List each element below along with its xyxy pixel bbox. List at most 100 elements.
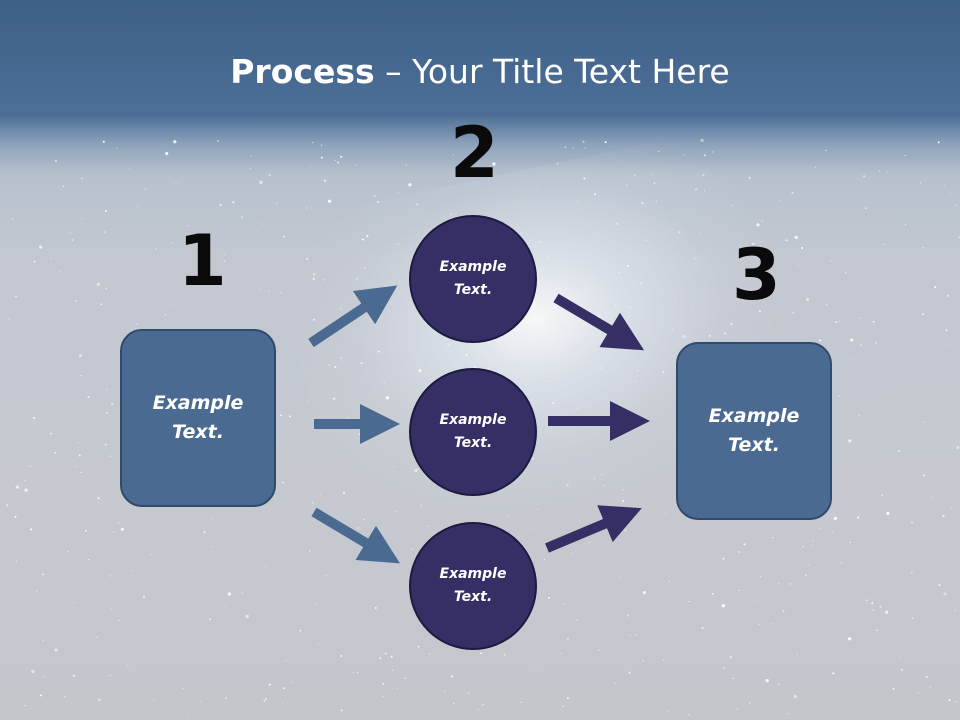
star <box>819 527 821 530</box>
star <box>263 223 265 225</box>
star <box>598 649 600 651</box>
star <box>944 185 946 187</box>
star <box>863 175 866 178</box>
star <box>558 354 560 356</box>
star <box>711 592 714 595</box>
star <box>879 605 882 608</box>
star <box>245 614 249 619</box>
star <box>864 207 867 210</box>
star <box>833 516 837 521</box>
star <box>116 147 118 149</box>
star <box>954 609 956 611</box>
star <box>521 232 523 234</box>
star <box>334 365 337 368</box>
star <box>876 629 878 632</box>
star <box>547 257 550 259</box>
star <box>626 264 629 267</box>
star <box>306 257 309 260</box>
star <box>319 493 321 495</box>
star <box>738 551 741 553</box>
star <box>723 332 726 335</box>
star <box>280 414 283 417</box>
star <box>15 485 20 489</box>
star <box>73 602 75 604</box>
star <box>377 350 380 353</box>
star <box>392 669 394 671</box>
star <box>949 193 951 195</box>
star <box>42 675 45 678</box>
star <box>282 702 284 704</box>
star <box>938 584 941 587</box>
star <box>211 546 213 548</box>
star <box>223 260 225 262</box>
star <box>729 655 733 659</box>
star <box>879 287 881 289</box>
star <box>885 610 889 614</box>
star <box>535 671 537 673</box>
star <box>264 698 267 701</box>
star <box>955 700 957 703</box>
star <box>871 602 874 605</box>
star <box>427 525 429 527</box>
star <box>559 653 562 655</box>
star <box>922 313 924 316</box>
star <box>299 629 302 632</box>
star <box>62 185 64 187</box>
star <box>450 213 452 215</box>
star <box>249 167 252 169</box>
star <box>703 154 706 157</box>
star <box>566 320 568 323</box>
circle-bottom-label-line1: Example <box>439 566 507 582</box>
star <box>503 653 506 656</box>
arrow-right-top <box>553 293 645 351</box>
star <box>874 341 877 344</box>
star <box>334 159 336 161</box>
star <box>282 687 285 690</box>
star <box>480 652 483 655</box>
star <box>791 192 794 194</box>
star <box>98 698 101 701</box>
star <box>305 207 308 209</box>
star <box>752 242 755 245</box>
star <box>408 183 412 187</box>
star <box>778 683 780 686</box>
star <box>187 225 189 227</box>
star <box>658 150 660 152</box>
star <box>379 657 382 660</box>
star <box>323 179 326 182</box>
star <box>826 304 828 306</box>
step-3-box: Example Text. <box>676 342 832 520</box>
star <box>911 521 914 524</box>
star <box>404 677 407 680</box>
star <box>80 375 82 377</box>
star <box>268 290 270 292</box>
star <box>546 380 548 382</box>
star <box>858 317 861 319</box>
star <box>793 694 797 699</box>
star <box>588 542 590 544</box>
star <box>355 277 358 280</box>
star <box>622 500 625 503</box>
star <box>838 395 840 397</box>
star <box>155 248 157 250</box>
star <box>548 596 550 599</box>
star <box>14 515 17 518</box>
star <box>721 604 726 608</box>
star <box>849 541 851 544</box>
star <box>80 471 82 474</box>
star <box>702 174 705 177</box>
star <box>395 510 397 512</box>
star <box>290 681 292 683</box>
star <box>948 699 951 702</box>
star <box>224 606 226 608</box>
star <box>838 320 840 322</box>
star <box>373 195 376 198</box>
star <box>601 474 603 476</box>
star <box>340 155 343 158</box>
star <box>390 655 393 658</box>
star <box>448 344 451 347</box>
star <box>320 156 323 159</box>
star <box>758 623 760 625</box>
star <box>892 687 895 690</box>
